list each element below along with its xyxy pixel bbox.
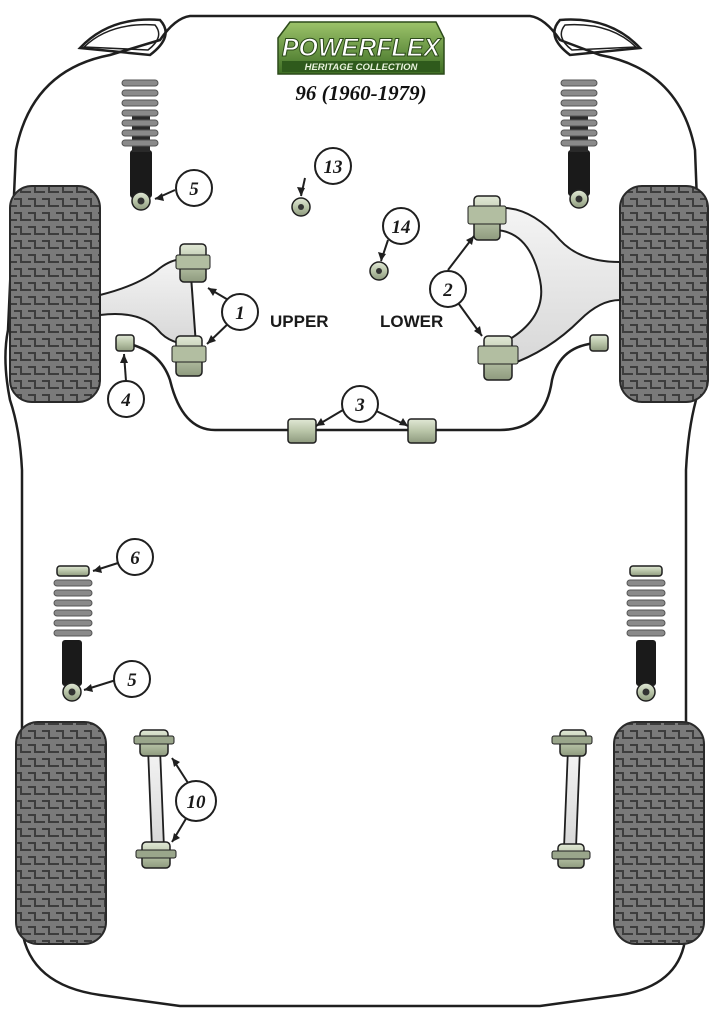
logo-subtitle: HERITAGE COLLECTION (305, 62, 419, 73)
bush-13 (291, 197, 311, 217)
svg-text:3: 3 (354, 395, 365, 416)
front-left-spring (121, 79, 159, 147)
callout-1: 1 (221, 293, 259, 331)
front-right-spring (560, 79, 598, 147)
callout-6: 6 (116, 538, 154, 576)
svg-text:2: 2 (442, 280, 453, 301)
svg-text:1: 1 (235, 303, 245, 324)
svg-text:6: 6 (130, 548, 140, 569)
lower-wishbone (495, 206, 621, 368)
callout-14: 14 (382, 207, 420, 245)
rear-right-shock (626, 565, 666, 702)
upper-label: UPPER (270, 312, 329, 331)
arb-mount-bush-right (407, 418, 437, 444)
callout-4: 4 (107, 380, 145, 418)
callout-10: 10 (175, 780, 217, 822)
powerflex-logo: POWERFLEX HERITAGE COLLECTION (277, 21, 445, 75)
rear-left-spring-seat (56, 565, 90, 577)
callout-2: 2 (429, 270, 467, 308)
rear-right-spring-seat (629, 565, 663, 577)
lower-wishbone-front-bush (467, 195, 507, 241)
lower-wishbone-rear-bush (477, 335, 519, 381)
svg-text:5: 5 (127, 670, 137, 691)
car-body-outline (4, 14, 705, 1008)
svg-text:4: 4 (120, 390, 131, 411)
rear-left-wheel (15, 721, 107, 945)
arb-mount-bush-left (287, 418, 317, 444)
callout-5-rear: 5 (113, 660, 151, 698)
callout-3: 3 (341, 385, 379, 423)
model-title: 96 (1960-1979) (295, 81, 426, 105)
front-anti-roll-bar (124, 341, 599, 432)
svg-text:5: 5 (189, 179, 199, 200)
bush-14 (369, 261, 389, 281)
callout-13: 13 (314, 147, 352, 185)
rear-right-link (551, 729, 593, 869)
arb-link-bush-left (115, 334, 135, 352)
lower-label: LOWER (380, 312, 443, 331)
rear-left-link (133, 729, 177, 869)
leader-arrowheads (84, 187, 482, 842)
front-left-wheel (9, 185, 101, 403)
front-right-wheel (619, 185, 709, 403)
svg-text:13: 13 (324, 157, 343, 178)
front-right-shock (560, 79, 598, 209)
rear-right-spring (626, 579, 666, 637)
rear-left-spring (53, 579, 93, 637)
arb-link-bush-right (589, 334, 609, 352)
callout-5-front: 5 (175, 169, 213, 207)
upper-wishbone-front-bush (175, 243, 211, 283)
rear-right-wheel (613, 721, 705, 945)
svg-text:10: 10 (187, 792, 207, 813)
svg-text:14: 14 (392, 217, 411, 238)
upper-wishbone-rear-bush (171, 335, 207, 377)
logo-brand: POWERFLEX (282, 34, 442, 62)
rear-left-shock (53, 565, 93, 702)
front-left-shock (121, 79, 159, 211)
